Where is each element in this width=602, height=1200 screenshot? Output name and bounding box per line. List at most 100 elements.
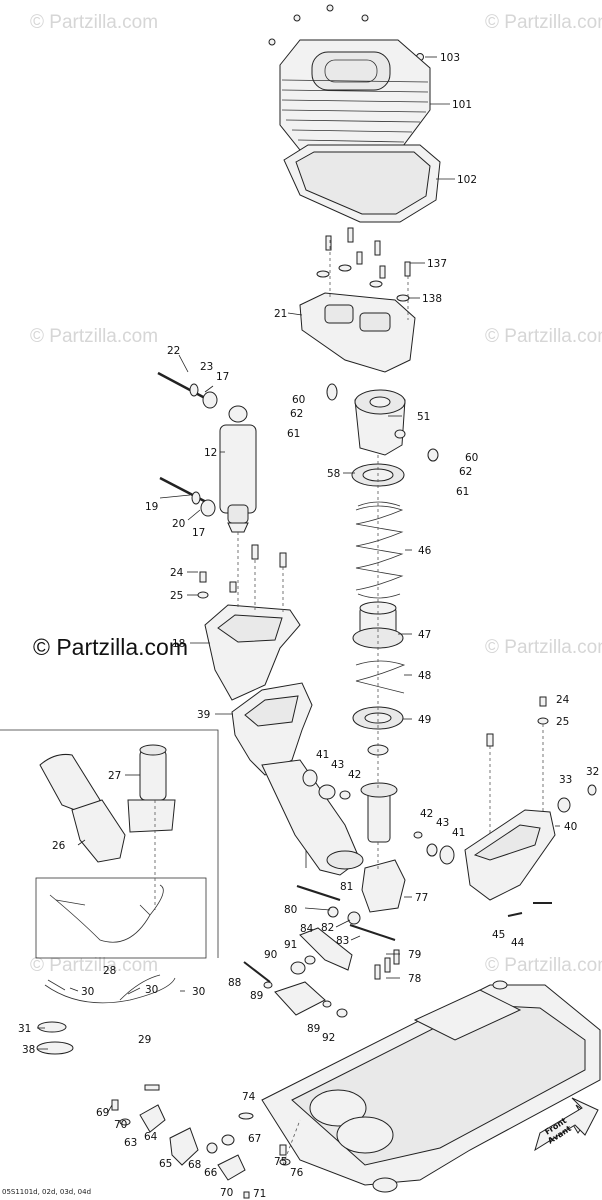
guide-lines [154, 240, 544, 1166]
air-silencer-cover [279, 39, 431, 151]
callout: 61 [287, 428, 300, 440]
callout: 42 [420, 808, 433, 820]
diagram-code: 05S1101d, 02d, 03d, 04d [2, 1188, 92, 1196]
shock-absorber [157, 371, 257, 533]
callout: 84 [300, 923, 314, 935]
callout: 17 [192, 527, 205, 539]
watermark: © Partzilla.com [485, 326, 602, 347]
callout: 49 [418, 714, 431, 726]
callout: 62 [459, 466, 472, 478]
bottom-frame [261, 980, 601, 1193]
callout: 30 [81, 986, 94, 998]
callout: 28 [103, 965, 116, 977]
callout: 21 [274, 308, 287, 320]
callout: 74 [242, 1091, 256, 1103]
watermark: © Partzilla.com [485, 637, 602, 658]
callout: 26 [52, 840, 66, 852]
brand-watermark: © Partzilla.com [33, 634, 188, 660]
callout: 103 [440, 52, 460, 64]
callout: 70 [220, 1187, 233, 1199]
swing-arm [261, 759, 364, 876]
callout: 69 [96, 1107, 109, 1119]
callouts: 103 101 102 137 138 21 22 23 17 12 19 20… [18, 52, 599, 1200]
callout: 29 [138, 1034, 151, 1046]
callout: 68 [188, 1159, 201, 1171]
callout: 23 [200, 361, 213, 373]
callout: 48 [418, 670, 431, 682]
callout: 63 [124, 1137, 137, 1149]
callout: 89 [307, 1023, 320, 1035]
callout: 22 [167, 345, 180, 357]
callout: 18 [172, 638, 185, 650]
watermark: © Partzilla.com [30, 955, 159, 976]
callout: 47 [418, 629, 431, 641]
callout: 20 [172, 518, 185, 530]
callout: 44 [511, 937, 525, 949]
support-plate [299, 292, 416, 373]
callout: 17 [216, 371, 229, 383]
callout: 40 [564, 821, 577, 833]
callout: 60 [292, 394, 305, 406]
watermark: © Partzilla.com [485, 12, 602, 33]
callout: 91 [284, 939, 297, 951]
callout: 78 [408, 973, 421, 985]
callout: 25 [170, 590, 183, 602]
callout: 90 [264, 949, 277, 961]
callout: 19 [145, 501, 158, 513]
callout: 46 [418, 545, 432, 557]
callout: 82 [321, 922, 334, 934]
callout: 43 [436, 817, 449, 829]
callout: 75 [274, 1156, 287, 1168]
callout: 83 [336, 935, 349, 947]
callout: 62 [290, 408, 303, 420]
callout: 66 [204, 1167, 218, 1179]
callout: 138 [422, 293, 442, 305]
callout: 24 [170, 567, 184, 579]
callout: 25 [556, 716, 569, 728]
callout: 70 [114, 1119, 127, 1131]
suspension-stack [326, 383, 439, 843]
callout: 76 [290, 1167, 304, 1179]
watermark: © Partzilla.com [485, 955, 602, 976]
callout: 32 [586, 766, 599, 778]
callout: 88 [228, 977, 241, 989]
callout: 27 [108, 770, 121, 782]
callout: 31 [18, 1023, 31, 1035]
leaders [37, 56, 560, 1113]
gasket [283, 144, 441, 223]
screws-top [268, 4, 424, 61]
callout: 61 [456, 486, 469, 498]
callout: 30 [192, 986, 205, 998]
callout: 101 [452, 99, 472, 111]
callout: 43 [331, 759, 344, 771]
callout: 89 [250, 990, 263, 1002]
callout: 77 [415, 892, 428, 904]
watermark: © Partzilla.com [30, 326, 159, 347]
bolts-137 [316, 227, 411, 302]
callout: 71 [253, 1188, 266, 1200]
callout: 67 [248, 1133, 261, 1145]
callout: 33 [559, 774, 572, 786]
callout: 92 [322, 1032, 335, 1044]
bracket-39 [231, 682, 313, 776]
callout: 30 [145, 984, 158, 996]
inset-detail [0, 729, 219, 1055]
callout: 60 [465, 452, 478, 464]
front-arrow [534, 1097, 599, 1152]
callout: 79 [408, 949, 421, 961]
callout: 45 [492, 929, 505, 941]
bracket-18 [197, 544, 301, 701]
callout: 80 [284, 904, 297, 916]
callout: 58 [327, 468, 340, 480]
callout: 102 [457, 174, 477, 186]
bracket-40 [413, 696, 597, 917]
callout: 64 [144, 1131, 158, 1143]
callout: 41 [452, 827, 465, 839]
callout: 51 [417, 411, 430, 423]
callout: 12 [204, 447, 217, 459]
callout: 39 [197, 709, 210, 721]
link-block [243, 859, 406, 1018]
callout: 24 [556, 694, 570, 706]
